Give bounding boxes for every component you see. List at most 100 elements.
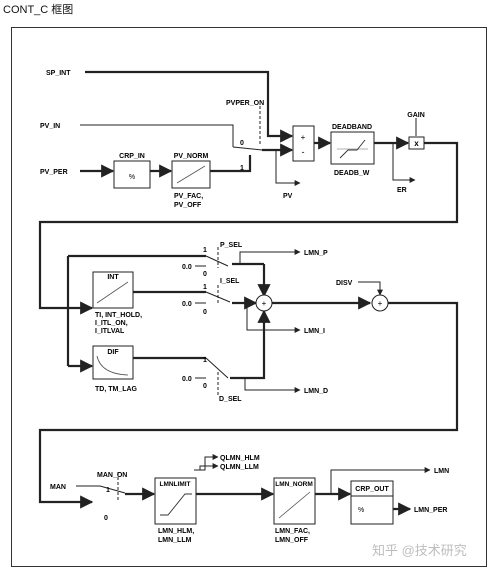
qlmn-llm-wire — [199, 463, 219, 470]
crp-out-percent: % — [358, 507, 364, 514]
int-ramp-icon — [96, 281, 129, 304]
man-label: MAN — [50, 484, 66, 491]
lmnlimit-block — [154, 477, 197, 525]
man-on-label: MAN_ON — [97, 472, 127, 479]
pvper-switch-blade — [232, 146, 263, 151]
d-sel-pos-0: 0 — [203, 383, 207, 390]
man-on-pos-0: 0 — [104, 515, 108, 522]
lmn-p-output-label: LMN_P — [304, 250, 328, 257]
pid-sum-plus: + — [262, 299, 267, 308]
row-output-chain — [76, 454, 431, 516]
lmn-per-output-label: LMN_PER — [414, 507, 447, 514]
pv-norm-caption-2: PV_OFF — [174, 202, 202, 209]
d-sel-pos-1: 1 — [203, 357, 207, 364]
sp-int-wire — [85, 70, 294, 143]
pvper-on-label: PVPER_ON — [226, 100, 264, 107]
p-sel-const: 0.0 — [182, 264, 192, 271]
lmn-i-out-wire — [246, 303, 301, 333]
lmn-out-wire — [330, 467, 431, 494]
pv-norm-caption-1: PV_FAC, — [174, 193, 203, 200]
p-sel-pos-0: 0 — [203, 271, 207, 278]
gain-block — [408, 136, 425, 150]
er-output-label: ER — [397, 187, 407, 194]
gain-multiply-symbol: x — [414, 139, 419, 148]
p-sel-label: P_SEL — [220, 242, 243, 249]
gain-out-wire — [38, 141, 459, 315]
diagram-frame — [11, 27, 487, 567]
lmn-output-label: LMN — [434, 468, 449, 475]
sum-plus-sign: + — [301, 133, 306, 142]
pv-output-label: PV — [283, 193, 293, 200]
sp-int-label: SP_INT — [46, 70, 71, 77]
int-caption-2: I_ITL_ON, — [95, 320, 128, 327]
pv-in-label: PV_IN — [40, 123, 60, 130]
pv-norm-out-wire — [210, 155, 252, 173]
dif-caption: TD, TM_LAG — [95, 386, 138, 393]
man-switch-blade — [99, 485, 126, 494]
lmn-norm-ramp-icon — [278, 491, 311, 519]
pv-out-wire — [275, 150, 301, 186]
int-title: INT — [107, 274, 119, 281]
lmnlimit-caption-2: LMN_LLM — [158, 537, 192, 544]
qlmn-hlm-wire — [194, 454, 219, 471]
qlmn-llm-label: QLMN_LLM — [220, 464, 259, 471]
pv-norm-title: PV_NORM — [174, 153, 209, 160]
lmn-p-out-wire — [239, 249, 301, 264]
lmnlimit-title: LMNLIMIT — [159, 481, 190, 488]
row-pid-paths — [38, 247, 459, 509]
deadband-caption: DEADB_W — [334, 170, 370, 177]
watermark: 知乎 @技术研究 — [372, 543, 467, 558]
dif-decay-icon — [96, 355, 129, 376]
qlmn-hlm-label: QLMN_HLM — [220, 455, 260, 462]
deadband-block — [330, 131, 375, 165]
i-sel-label: I_SEL — [220, 278, 240, 285]
lmn-norm-caption-1: LMN_FAC, — [275, 528, 310, 535]
gain-title: GAIN — [407, 112, 425, 119]
dif-title: DIF — [107, 349, 119, 356]
pid-summing-junction — [255, 294, 273, 312]
lmn-norm-caption-2: LMN_OFF — [275, 537, 309, 544]
lmnlimit-caption-1: LMN_HLM, — [158, 528, 194, 535]
p-switch-blade — [205, 255, 229, 267]
pvper-pos-0: 0 — [240, 140, 244, 147]
crp-in-block — [113, 160, 151, 189]
crp-out-title: CRP_OUT — [355, 486, 389, 493]
disv-label: DISV — [336, 280, 353, 287]
int-caption-3: I_ITLVAL — [95, 328, 125, 335]
p-sel-pos-1: 1 — [203, 247, 207, 254]
lmn-d-out-wire — [244, 378, 301, 393]
disv-summing-junction — [371, 294, 389, 312]
pv-in-wire — [80, 124, 234, 147]
d-to-sum-wire — [230, 309, 271, 380]
crp-in-percent: % — [129, 174, 135, 181]
i-sel-pos-1: 1 — [203, 284, 207, 291]
man-on-pos-1: 1 — [106, 487, 110, 494]
pv-per-label: PV_PER — [40, 169, 68, 176]
d-switch-blade — [205, 357, 229, 379]
row-setpoint-and-error — [38, 70, 459, 315]
int-block — [92, 271, 134, 309]
pvper-pos-1: 1 — [240, 165, 244, 172]
lmn-d-output-label: LMN_D — [304, 388, 328, 395]
page-title: CONT_C 框图 — [3, 4, 74, 16]
lmn-i-output-label: LMN_I — [304, 328, 325, 335]
int-caption-1: TI, INT_HOLD, — [95, 312, 142, 319]
row2-to-row3-wire — [38, 301, 459, 509]
lmn-norm-title: LMN_NORM — [275, 481, 313, 488]
er-out-wire — [392, 143, 416, 183]
lmnlimit-curve-icon — [160, 493, 192, 516]
d-sel-const: 0.0 — [182, 376, 192, 383]
crp-out-block — [350, 480, 394, 525]
deadband-title: DEADBAND — [332, 124, 372, 131]
d-sel-label: D_SEL — [219, 396, 242, 403]
pv-norm-ramp-icon — [176, 165, 206, 184]
disv-wire — [358, 281, 383, 296]
crp-in-title: CRP_IN — [119, 153, 145, 160]
disv-sum-plus: + — [378, 299, 383, 308]
sum-minus-sign: - — [302, 147, 305, 157]
i-sel-pos-0: 0 — [203, 309, 207, 316]
summing-junction-error — [292, 125, 315, 162]
i-sel-const: 0.0 — [182, 301, 192, 308]
deadband-curve-icon — [339, 139, 366, 159]
